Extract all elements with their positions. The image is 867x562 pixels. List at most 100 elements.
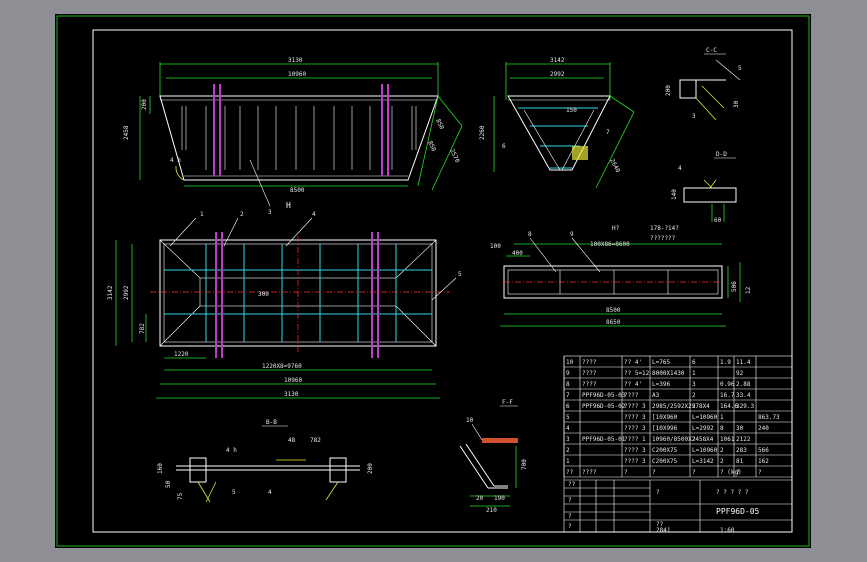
parts-cell: 329.3 bbox=[736, 403, 754, 410]
parts-cell: 164.6 bbox=[720, 403, 738, 410]
bb-balloon-4: 4 bbox=[268, 489, 272, 496]
parts-cell: 1 bbox=[692, 370, 696, 377]
parts-cell: 6 bbox=[566, 403, 570, 410]
balloon-9: 9 bbox=[570, 231, 574, 238]
balloon-3-front: 3 bbox=[268, 209, 272, 216]
bb-weld-note: 4 h bbox=[226, 447, 237, 454]
rail-dim-100: 400 bbox=[512, 250, 523, 257]
plan-dim-length: 10960 bbox=[284, 377, 302, 384]
parts-cell: [10X960 bbox=[652, 414, 678, 421]
cc-dim-3: 3 bbox=[692, 113, 696, 120]
parts-cell: 1 bbox=[720, 414, 724, 421]
section-c-c: C-C 5 200 30 3 bbox=[665, 47, 742, 121]
parts-cell: 92 bbox=[736, 370, 744, 377]
front-dim-inner: 10960 bbox=[288, 71, 306, 78]
parts-cell: PPF96D-05-01 bbox=[582, 436, 626, 443]
parts-cell: 2 bbox=[692, 436, 696, 443]
parts-cell: PPF96D-05-03 bbox=[582, 392, 626, 399]
balloon-2: 2 bbox=[240, 211, 244, 218]
front-weld-note: 4 h bbox=[170, 157, 181, 164]
parts-cell: 2 bbox=[566, 447, 570, 454]
balloon-4: 4 bbox=[312, 211, 316, 218]
parts-cell: 10960/8500X2458X4 bbox=[652, 436, 714, 443]
parts-cell: ?? 4' bbox=[624, 359, 642, 366]
plan-dim-inner-width: 2992 bbox=[123, 285, 130, 300]
parts-cell: 9 bbox=[566, 370, 570, 377]
parts-cell: 3 bbox=[692, 381, 696, 388]
tb-footer-1: ?? bbox=[568, 481, 576, 488]
ff-dim-20: 20 bbox=[476, 495, 484, 502]
parts-cell: ?? 5=12 bbox=[624, 370, 650, 377]
plan-dim-300: 300 bbox=[258, 291, 269, 298]
parts-cell: ???? 3 bbox=[624, 447, 646, 454]
parts-cell: 10 bbox=[566, 359, 574, 366]
parts-cell: 863.73 bbox=[758, 414, 780, 421]
side-dim-inner: 2992 bbox=[550, 71, 565, 78]
parts-cell: 240 bbox=[758, 425, 769, 432]
sheet-outer-border bbox=[56, 15, 810, 547]
cc-balloon-5: 5 bbox=[738, 65, 742, 72]
balloon-7: 7 bbox=[606, 129, 610, 136]
section-b-b-title: B-B bbox=[266, 419, 277, 426]
rail-dim-pitch: 100X86=8600 bbox=[590, 241, 630, 248]
front-dim-rim: 200 bbox=[141, 99, 148, 110]
parts-cell: ???? bbox=[624, 392, 639, 399]
parts-cell: 283 bbox=[736, 447, 747, 454]
parts-cell: 5 bbox=[566, 414, 570, 421]
parts-cell: 16.7 bbox=[720, 392, 735, 399]
parts-cell: ?? bbox=[566, 469, 574, 476]
rail-dim-length: 8500 bbox=[606, 307, 621, 314]
parts-cell: ???? bbox=[582, 359, 597, 366]
parts-cell: PPF96D-05-02 bbox=[582, 403, 626, 410]
parts-cell: 2 bbox=[692, 403, 696, 410]
parts-cell: ???? 3 bbox=[624, 403, 646, 410]
tb-scale: 1:60 bbox=[720, 527, 735, 534]
parts-cell: 1061 bbox=[720, 436, 735, 443]
section-f-f-title: F-F bbox=[502, 399, 513, 406]
tb-footer-6: ?? bbox=[656, 521, 664, 528]
front-dim-total: 3130 bbox=[288, 57, 303, 64]
parts-cell: 2122 bbox=[736, 436, 751, 443]
front-dim-slope-b: 850 bbox=[426, 140, 437, 153]
tb-drawing-number: PPF96D-05 bbox=[716, 507, 760, 516]
parts-cell: 8000X1430 bbox=[652, 370, 685, 377]
plan-dim-pitch: 1220 bbox=[174, 351, 189, 358]
bb-dim-75: 75 bbox=[177, 492, 184, 500]
section-d-d: D-D 60 140 4 bbox=[671, 151, 737, 224]
parts-cell: ???? 3 bbox=[624, 414, 646, 421]
parts-cell: C200X75 bbox=[652, 447, 678, 454]
parts-cell: 11.4 bbox=[736, 359, 751, 366]
parts-cell: 566 bbox=[758, 447, 769, 454]
front-dim-slope-a: 850 bbox=[434, 118, 445, 131]
parts-cell: ???? bbox=[582, 370, 597, 377]
parts-cell: 0.96 bbox=[720, 381, 735, 388]
parts-cell: ? bbox=[736, 469, 740, 476]
bb-dim-50: 50 bbox=[165, 480, 172, 488]
parts-cell: 4 bbox=[566, 425, 570, 432]
parts-cell: ???? 1 bbox=[624, 436, 646, 443]
parts-cell: 2.88 bbox=[736, 381, 751, 388]
bb-dim-48: 48 bbox=[288, 437, 296, 444]
section-mark-h: H bbox=[286, 201, 291, 210]
parts-cell: C200X75 bbox=[652, 458, 678, 465]
plan-view: 3142 2992 782 1220 1220X8=9760 10960 313… bbox=[107, 211, 462, 399]
tb-footer-3: ? bbox=[568, 513, 572, 520]
front-dim-bottom: 8500 bbox=[290, 187, 305, 194]
parts-cell: 1.9 bbox=[720, 359, 731, 366]
rail-dim-506: 12 bbox=[745, 286, 752, 294]
parts-cell: ???? 3 bbox=[624, 425, 646, 432]
parts-cell: 2 bbox=[720, 458, 724, 465]
dd-dim-140: 140 bbox=[671, 189, 678, 200]
parts-cell: L=765 bbox=[652, 359, 670, 366]
plan-dim-total: 3130 bbox=[284, 391, 299, 398]
parts-cell: A3 bbox=[652, 392, 660, 399]
parts-cell: [10X996 bbox=[652, 425, 678, 432]
rail-dim-total: 8650 bbox=[606, 319, 621, 326]
plan-dim-width: 3142 bbox=[107, 285, 114, 300]
parts-cell: ? bbox=[624, 469, 628, 476]
ff-balloon-10: 10 bbox=[466, 417, 474, 424]
cc-dim-30: 30 bbox=[733, 100, 740, 108]
